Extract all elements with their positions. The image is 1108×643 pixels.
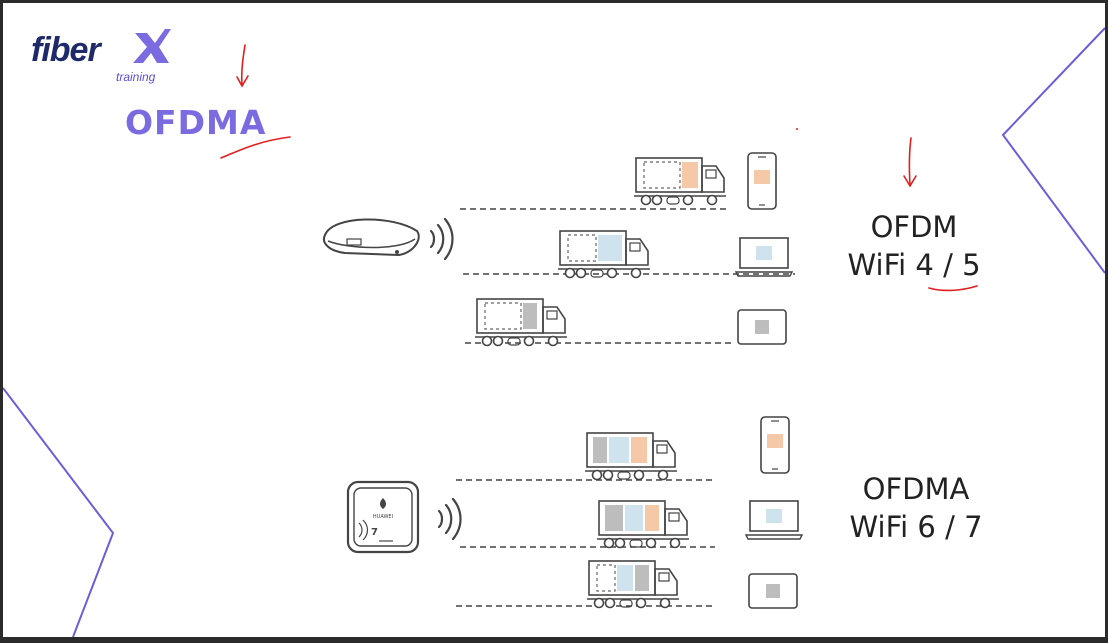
ofdm-wifi: WiFi 4 / 5	[847, 248, 981, 282]
logo-x-icon	[133, 29, 171, 63]
tablet-icon-2	[748, 573, 798, 609]
ofdma-wifi: WiFi 6 / 7	[849, 510, 983, 544]
svg-text:7: 7	[371, 527, 378, 538]
laptop-icon-1	[735, 237, 793, 277]
logo: fiber	[31, 31, 101, 70]
router-icon-1	[323, 218, 420, 257]
annotations	[220, 44, 978, 292]
logo-subtitle: training	[116, 70, 156, 84]
page-title: OFDMA	[125, 103, 267, 142]
ofdm-diagram	[323, 152, 795, 347]
annotation-underline-wifi	[928, 285, 978, 292]
logo-brand: fiber	[31, 31, 101, 69]
router-icon-2: HUAWEI 7	[346, 480, 420, 554]
ofdm-truck-2	[557, 230, 651, 279]
wifi-signal-icon-1	[429, 217, 454, 261]
ofdma-truck-2	[596, 500, 690, 549]
laptop-icon-2	[745, 500, 803, 540]
annotation-arrow-ofdm	[908, 137, 912, 186]
ofdma-truck-1	[584, 432, 678, 481]
ofdma-truck-3	[586, 560, 680, 609]
wifi-signal-icon-2	[437, 497, 462, 541]
phone-icon-1	[747, 152, 777, 210]
ofdm-truck-1	[633, 157, 727, 206]
annotation-arrow-title	[240, 44, 246, 86]
slide: fiber training OFDMA OFDM WiFi 4 / 5 OFD…	[3, 3, 1105, 637]
phone-icon-2	[760, 416, 790, 474]
ofdma-diagram: HUAWEI 7	[346, 416, 803, 609]
annotation-underline-title	[220, 136, 291, 159]
ofdm-label: OFDM WiFi 4 / 5	[839, 208, 989, 284]
ofdma-label: OFDMA WiFi 6 / 7	[841, 470, 991, 546]
ofdma-title: OFDMA	[862, 472, 970, 506]
decorative-lines	[3, 27, 1105, 637]
tablet-icon-1	[737, 309, 787, 345]
ofdm-truck-3	[474, 298, 568, 347]
ofdm-title: OFDM	[870, 210, 958, 244]
router-brand-label: HUAWEI	[373, 514, 393, 520]
